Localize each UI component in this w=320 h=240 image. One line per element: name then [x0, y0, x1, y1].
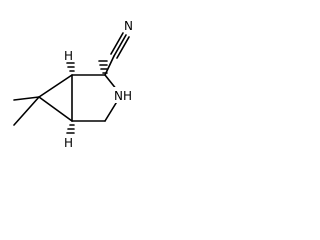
- nitrile-nitrogen-label: N: [124, 19, 133, 33]
- bond-c6-c1: [38, 74, 73, 98]
- h-bottom-label: H: [64, 136, 73, 150]
- bond-methyl-upper: [13, 96, 40, 101]
- bond-c2-cn: [104, 55, 115, 76]
- bond-triple-2: [110, 32, 124, 55]
- bond-c6-c5: [38, 96, 73, 122]
- nh-label-bg: [113, 87, 139, 103]
- bond-triple-3: [116, 36, 130, 59]
- hashed-wedge-h-top: [66, 62, 75, 72]
- h-top-label: H: [64, 49, 73, 63]
- bond-methyl-lower: [13, 96, 40, 126]
- bond-triple-1: [113, 34, 127, 57]
- ring-nitrogen-label: NH: [114, 89, 132, 103]
- chemical-structure: NH N H H: [13, 19, 139, 150]
- hashed-wedge-c2: [98, 60, 108, 74]
- hashed-wedge-h-bottom: [66, 124, 75, 134]
